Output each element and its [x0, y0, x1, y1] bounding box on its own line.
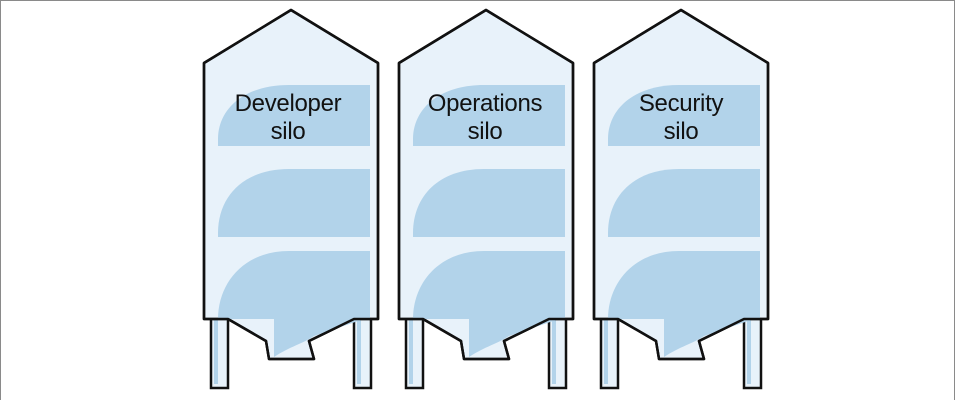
operations-silo: Operations silo [397, 8, 575, 390]
security-silo: Security silo [592, 8, 770, 390]
silo-label-line2: silo [664, 118, 699, 145]
developer-silo: Developer silo [202, 8, 380, 390]
silo-body [397, 8, 575, 390]
silo-label-line1: Developer [235, 90, 342, 117]
silo-label-line1: Security [639, 90, 724, 117]
silo-label-line1: Operations [428, 90, 543, 117]
silo-label-line2: silo [271, 118, 306, 145]
silo-label-line2: silo [468, 118, 503, 145]
silo-body [202, 8, 380, 390]
silo-body [592, 8, 770, 390]
